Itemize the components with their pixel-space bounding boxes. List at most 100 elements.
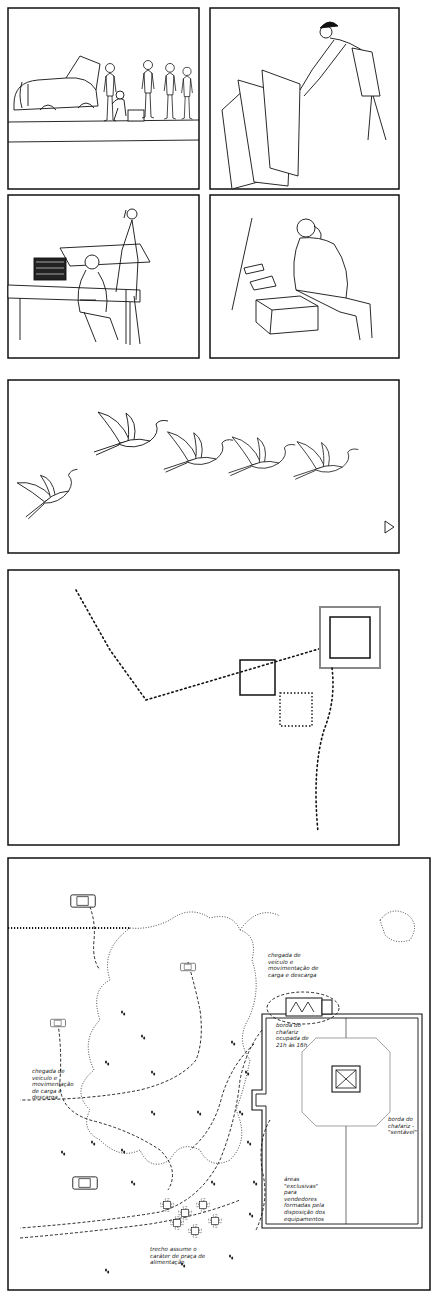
seated-vendor-scene — [232, 218, 372, 340]
artwork — [94, 412, 168, 455]
site-plan — [20, 962, 201, 1100]
panel-frame — [8, 858, 430, 1290]
artwork — [229, 437, 296, 476]
workshop-scene — [320, 22, 338, 28]
artwork — [61, 1151, 65, 1156]
route-diagram — [316, 668, 333, 832]
car-scene — [40, 103, 94, 110]
play-icon — [385, 521, 394, 533]
site-plan — [322, 1000, 332, 1014]
site-plan — [286, 998, 322, 1016]
panel-frame — [8, 195, 199, 358]
artwork — [104, 64, 116, 122]
artwork — [51, 1019, 66, 1026]
site-plan — [380, 911, 415, 942]
car-scene — [8, 120, 199, 142]
site-plan — [81, 912, 256, 1164]
artwork — [71, 895, 96, 907]
seated-vendor-scene — [250, 276, 276, 290]
site-plan — [20, 1030, 262, 1228]
seated-vendor-scene — [232, 218, 252, 310]
artwork — [151, 1071, 155, 1076]
market-table-scene — [8, 285, 140, 302]
seated-vendor-scene — [256, 296, 318, 334]
site-plan — [332, 1066, 360, 1092]
market-table-scene — [78, 270, 118, 342]
artwork — [208, 1214, 222, 1228]
annotation-note: áreas "exclusivas" para vendedores forma… — [284, 1176, 328, 1222]
artwork — [188, 1224, 202, 1238]
artwork — [164, 63, 176, 119]
annotation-note: trecho assume o caráter de praça de alim… — [150, 1246, 214, 1266]
artwork — [170, 1216, 184, 1230]
site-plan — [302, 1038, 390, 1126]
panel-frame — [210, 195, 399, 358]
artwork — [160, 1198, 174, 1212]
artwork — [142, 61, 154, 119]
site-plan — [336, 1070, 356, 1088]
route-diagram — [320, 607, 380, 668]
car-scene — [8, 56, 199, 142]
annotation-note: chegada de veículo e movimentação de car… — [268, 952, 320, 978]
seated-vendor-scene — [256, 300, 318, 334]
artwork — [197, 1111, 201, 1116]
artwork — [196, 1198, 210, 1212]
car-scene — [66, 56, 100, 90]
site-plan — [267, 992, 339, 1024]
artwork — [14, 462, 88, 520]
seated-vendor-scene — [244, 264, 264, 274]
route-diagram — [240, 660, 275, 695]
site-plan — [256, 1120, 270, 1230]
workshop-scene — [222, 22, 386, 189]
artwork — [253, 1181, 257, 1186]
artwork — [181, 963, 196, 970]
site-plan — [290, 1002, 314, 1012]
seated-vendor-scene — [297, 219, 315, 237]
artwork — [164, 432, 233, 472]
artwork — [131, 1181, 135, 1186]
route-diagram — [76, 590, 322, 700]
workshop-scene — [352, 48, 380, 96]
artwork — [73, 1177, 98, 1189]
route-diagram — [76, 590, 380, 832]
artwork — [211, 1181, 215, 1186]
panel-frame — [210, 8, 399, 189]
artwork — [245, 1071, 249, 1076]
market-table-scene — [20, 298, 130, 345]
site-plan — [190, 1044, 254, 1150]
annotation-note: borda do chafariz ocupada de 21h às 16h — [276, 1022, 312, 1048]
artwork — [231, 1041, 235, 1046]
artwork — [182, 67, 193, 119]
artwork — [91, 1141, 95, 1146]
artwork — [121, 1149, 125, 1154]
workshop-scene — [300, 38, 386, 140]
panel-frame — [8, 380, 399, 553]
artwork — [121, 1011, 125, 1016]
annotation-note: chegada de veículo e movimentação de car… — [32, 1068, 80, 1101]
artwork — [229, 1255, 233, 1260]
artwork — [178, 1206, 192, 1220]
panel-frame — [8, 8, 199, 189]
site-plan — [8, 927, 130, 929]
car-scene — [14, 78, 98, 110]
market-table-scene — [116, 210, 140, 344]
market-table-scene — [34, 258, 66, 280]
car-scene — [112, 99, 126, 120]
panel-frame — [8, 8, 430, 1290]
site-plan — [20, 902, 270, 1238]
market-table-scene — [127, 209, 137, 219]
artwork — [249, 1213, 253, 1218]
artwork — [294, 442, 359, 480]
site-plan — [240, 913, 280, 930]
market-table-scene — [36, 262, 64, 274]
site-plan — [8, 902, 422, 1238]
artwork — [239, 1111, 243, 1116]
site-plan — [20, 1200, 240, 1238]
market-table-scene — [85, 255, 99, 269]
seated-vendor-scene — [294, 238, 348, 298]
panel-frame — [8, 570, 399, 845]
workshop-scene — [262, 70, 300, 176]
route-diagram — [280, 693, 312, 726]
